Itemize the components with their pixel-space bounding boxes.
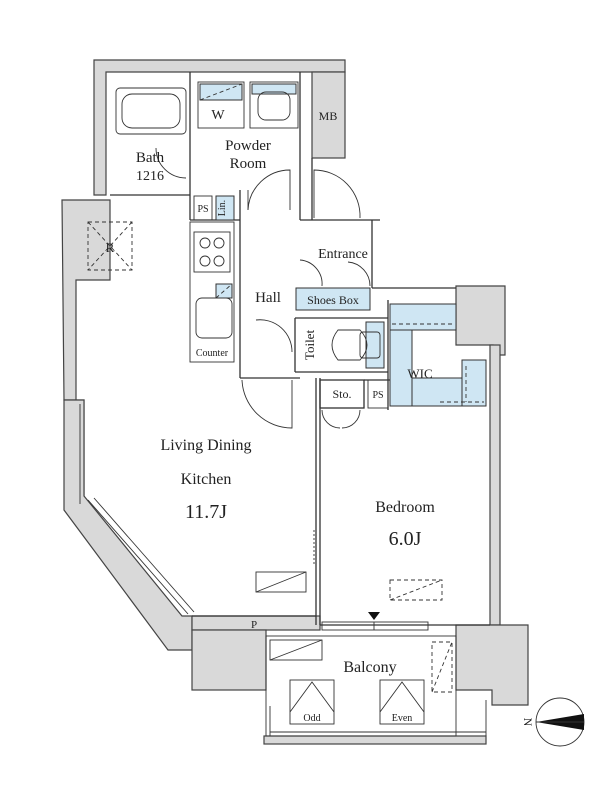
label-ldk-2: Kitchen bbox=[181, 471, 232, 488]
label-powder-room-2: Room bbox=[230, 156, 267, 172]
compass-north-label: N bbox=[521, 718, 535, 727]
label-ldk-1: Living Dining bbox=[160, 437, 251, 454]
vanity-sink-icon bbox=[249, 81, 299, 129]
floor-heater-ldk bbox=[255, 571, 307, 593]
stove-icon bbox=[193, 231, 231, 273]
label-entrance: Entrance bbox=[318, 247, 368, 262]
label-refrigerator: R bbox=[106, 240, 115, 255]
label-powder-room-1: Powder bbox=[225, 138, 271, 154]
label-ldk-size: 11.7J bbox=[185, 501, 227, 523]
bathtub-icon bbox=[115, 87, 187, 135]
label-odd: Odd bbox=[303, 713, 320, 724]
label-storage: Sto. bbox=[332, 387, 351, 401]
kitchen-sink-icon bbox=[195, 283, 233, 339]
fixtures bbox=[79, 81, 487, 725]
label-bedroom-size: 6.0J bbox=[389, 528, 422, 550]
exterior-walls bbox=[61, 59, 529, 745]
label-bedroom: Bedroom bbox=[375, 499, 435, 516]
wic-closet bbox=[389, 303, 487, 407]
label-linen: Lin. bbox=[217, 200, 228, 216]
label-hall: Hall bbox=[255, 290, 281, 306]
room-labels: W MB Powder Room Bath 1216 PS Lin. R Ent… bbox=[106, 108, 436, 724]
even-unit-icon bbox=[379, 679, 425, 725]
toilet-icon bbox=[331, 321, 385, 369]
bedroom-window bbox=[321, 621, 429, 631]
label-even: Even bbox=[392, 713, 413, 724]
washer-icon bbox=[197, 81, 245, 129]
label-toilet: Toilet bbox=[302, 330, 317, 361]
north-compass-icon: N bbox=[521, 697, 585, 747]
doors bbox=[155, 147, 371, 566]
shoes-box bbox=[295, 287, 371, 311]
label-balcony: Balcony bbox=[343, 659, 396, 676]
balcony-outdoor-unit bbox=[269, 639, 453, 693]
odd-unit-icon bbox=[289, 679, 335, 725]
label-shoes-box: Shoes Box bbox=[307, 293, 359, 307]
entry-marker-icon bbox=[368, 612, 380, 620]
label-ps-lower: PS bbox=[372, 390, 383, 401]
label-washer: W bbox=[211, 108, 225, 123]
label-bath: Bath bbox=[136, 150, 165, 166]
label-counter: Counter bbox=[196, 348, 229, 359]
ps-upper-box bbox=[193, 195, 213, 221]
label-bath-size: 1216 bbox=[136, 169, 164, 184]
label-mb: MB bbox=[319, 109, 338, 123]
linen-cabinet bbox=[215, 195, 235, 221]
air-conditioner-icon bbox=[389, 579, 443, 601]
label-ps-upper: PS bbox=[197, 204, 208, 215]
interior-walls bbox=[110, 72, 490, 737]
label-pipe-p: P bbox=[251, 619, 257, 631]
refrigerator-icon bbox=[87, 221, 133, 271]
label-wic: WIC bbox=[407, 366, 432, 381]
